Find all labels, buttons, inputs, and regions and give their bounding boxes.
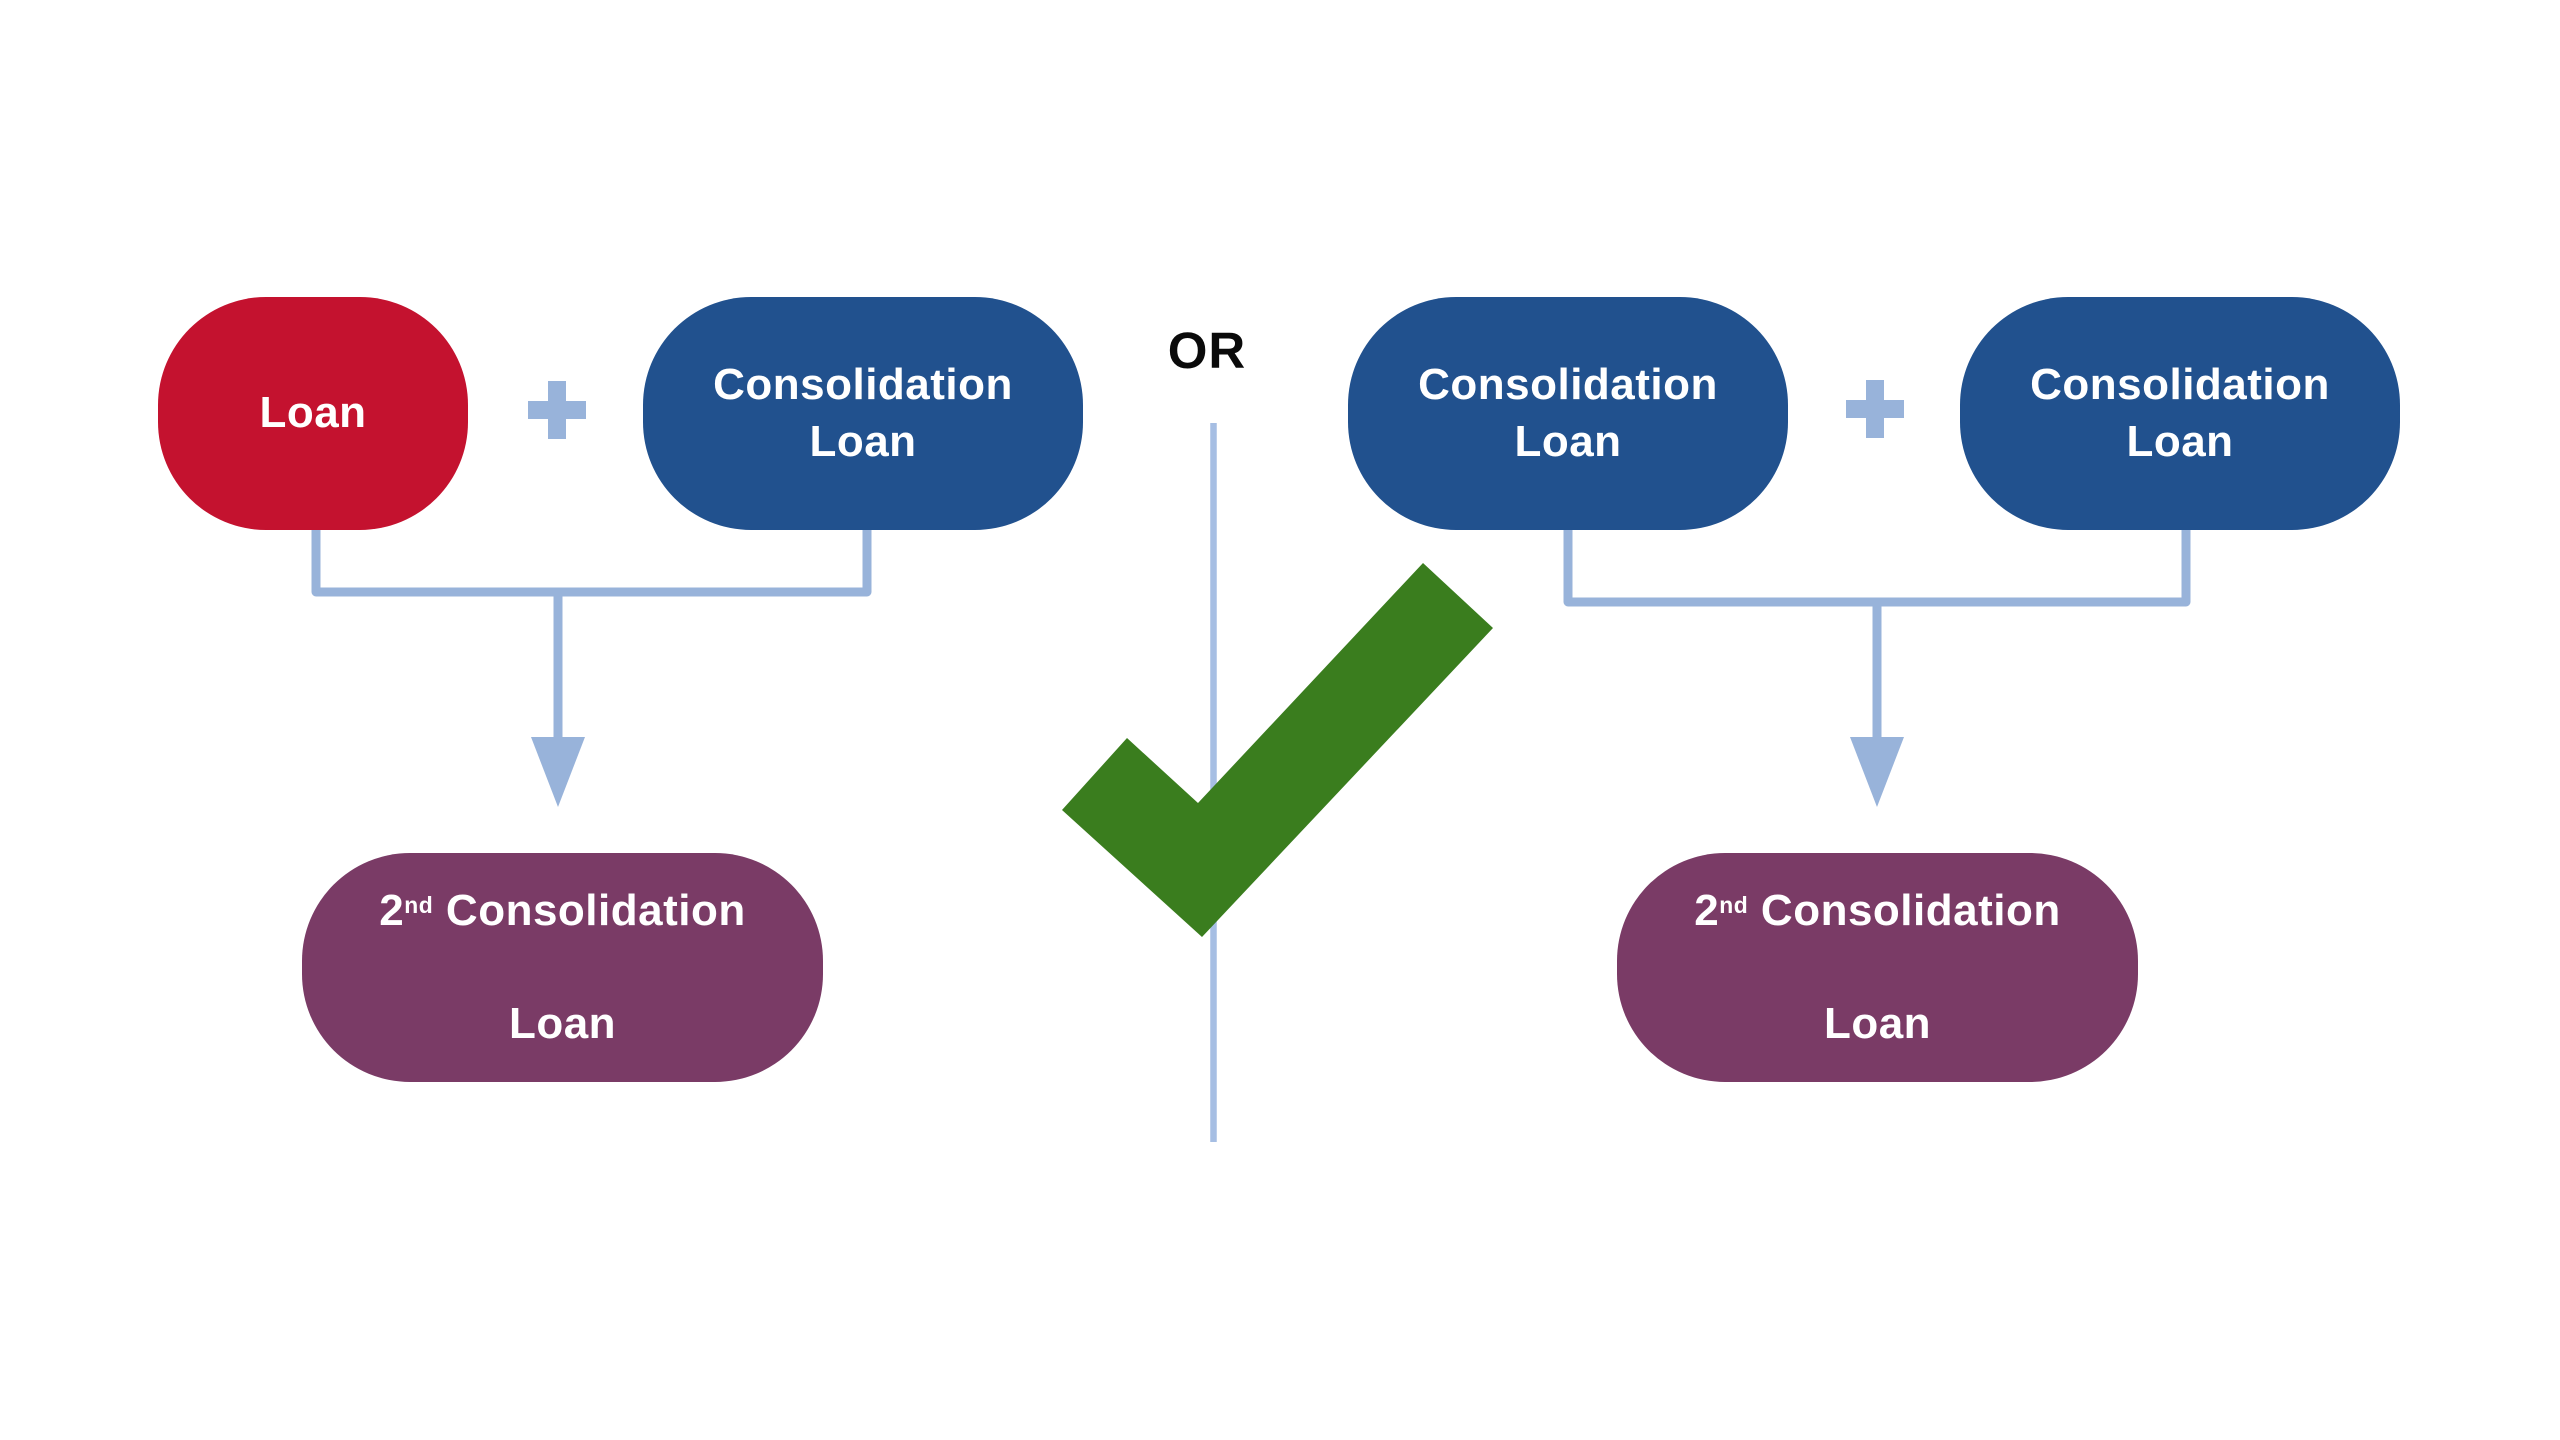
arrow-down-icon <box>531 737 585 807</box>
result-label-line1: 2nd Consolidation <box>379 886 746 936</box>
result-label-line1: 2nd Consolidation <box>1694 886 2061 936</box>
node-consolidation-loan-right-2-label: Consolidation Loan <box>2030 360 2330 466</box>
result-label-line2: Loan <box>508 998 617 1048</box>
or-label: OR <box>1167 322 1247 379</box>
plus-icon-bar <box>548 381 566 439</box>
result-label-line2: Loan <box>1823 998 1932 1048</box>
node-second-consolidation-loan-right: 2nd Consolidation Loan <box>1617 853 2138 1082</box>
node-consolidation-loan-right-1: Consolidation Loan <box>1348 297 1788 530</box>
connector-left-bracket <box>311 505 872 597</box>
node-second-consolidation-loan-left-label: 2nd Consolidation Loan <box>379 827 745 1109</box>
node-second-consolidation-loan-right-label: 2nd Consolidation Loan <box>1694 827 2060 1109</box>
node-consolidation-loan-right-2: Consolidation Loan <box>1960 297 2400 530</box>
plus-icon-bar <box>1866 380 1884 438</box>
node-second-consolidation-loan-left: 2nd Consolidation Loan <box>302 853 823 1082</box>
checkmark-icon <box>1062 563 1493 937</box>
arrow-down-icon <box>1850 737 1904 807</box>
plus-icon <box>528 381 586 439</box>
node-consolidation-loan-right-1-label: Consolidation Loan <box>1418 360 1718 466</box>
plus-icon <box>1846 380 1904 438</box>
node-consolidation-loan-left-label: Consolidation Loan <box>713 360 1013 466</box>
node-loan-label: Loan <box>259 388 367 438</box>
node-loan: Loan <box>158 297 468 530</box>
node-consolidation-loan-left: Consolidation Loan <box>643 297 1083 530</box>
